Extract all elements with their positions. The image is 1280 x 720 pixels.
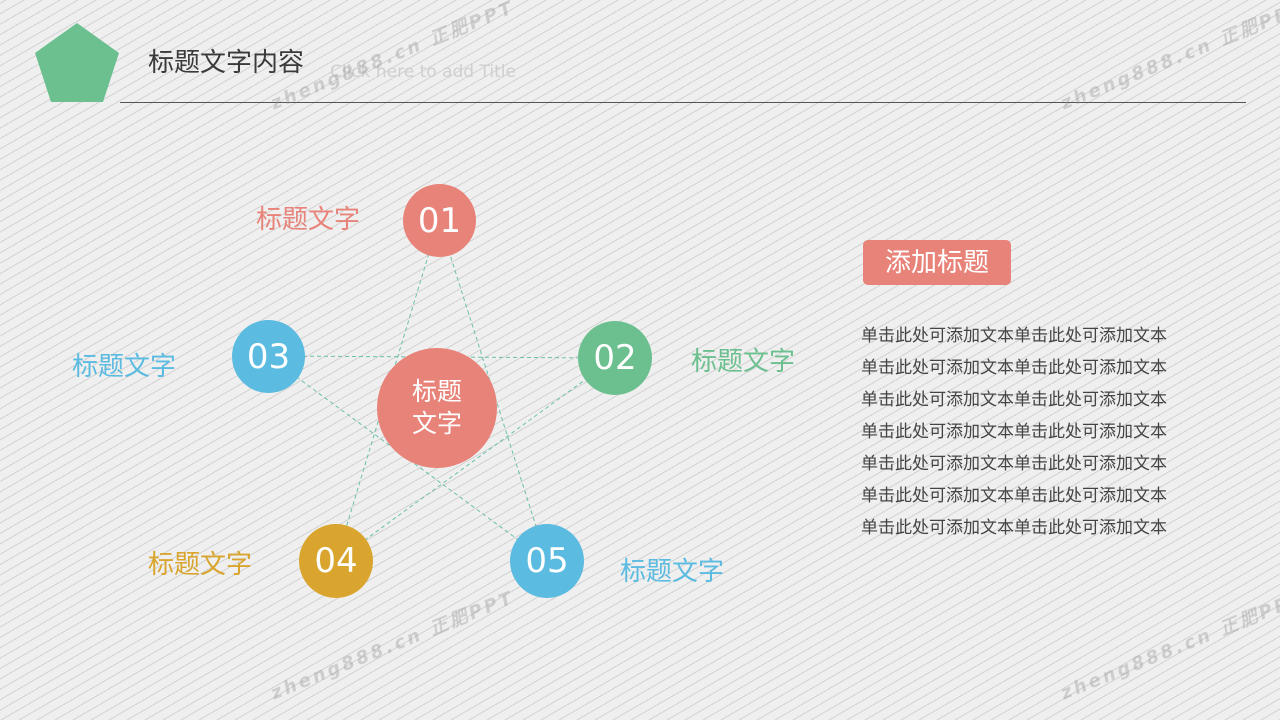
body-line: 单击此处可添加文本单击此处可添加文本	[861, 326, 1167, 346]
callout-body[interactable]: 单击此处可添加文本单击此处可添加文本 单击此处可添加文本单击此处可添加文本 单击…	[861, 320, 1221, 544]
page-title[interactable]: 标题文字内容	[148, 48, 305, 78]
title-divider	[120, 102, 1246, 103]
node-03-label[interactable]: 标题文字	[72, 352, 177, 382]
node-05[interactable]: 05	[510, 524, 584, 598]
node-01[interactable]: 01	[403, 184, 476, 257]
node-02-label[interactable]: 标题文字	[691, 347, 796, 377]
node-01-number: 01	[417, 200, 462, 241]
center-node[interactable]: 标题 文字	[377, 348, 497, 468]
node-03[interactable]: 03	[232, 320, 305, 393]
node-05-number: 05	[525, 541, 569, 581]
node-04-label[interactable]: 标题文字	[148, 550, 253, 580]
title-placeholder[interactable]: Click here to add Title	[330, 62, 516, 82]
body-line: 单击此处可添加文本单击此处可添加文本	[861, 486, 1167, 506]
callout-title: 添加标题	[884, 247, 989, 278]
body-line: 单击此处可添加文本单击此处可添加文本	[861, 518, 1167, 538]
body-line: 单击此处可添加文本单击此处可添加文本	[861, 390, 1167, 410]
node-02-number: 02	[593, 338, 637, 378]
body-line: 单击此处可添加文本单击此处可添加文本	[861, 422, 1167, 442]
node-03-number: 03	[246, 336, 291, 377]
center-node-line-1: 标题	[411, 376, 462, 406]
body-line: 单击此处可添加文本单击此处可添加文本	[861, 454, 1167, 474]
body-line: 单击此处可添加文本单击此处可添加文本	[861, 358, 1167, 378]
node-01-label[interactable]: 标题文字	[256, 205, 361, 235]
node-04[interactable]: 04	[299, 524, 373, 598]
node-02[interactable]: 02	[578, 321, 652, 395]
node-05-label[interactable]: 标题文字	[620, 557, 725, 587]
center-node-line-2: 文字	[411, 409, 462, 438]
node-04-number: 04	[314, 541, 358, 581]
pentagon-icon	[35, 23, 119, 102]
callout-title-badge[interactable]: 添加标题	[863, 240, 1011, 285]
